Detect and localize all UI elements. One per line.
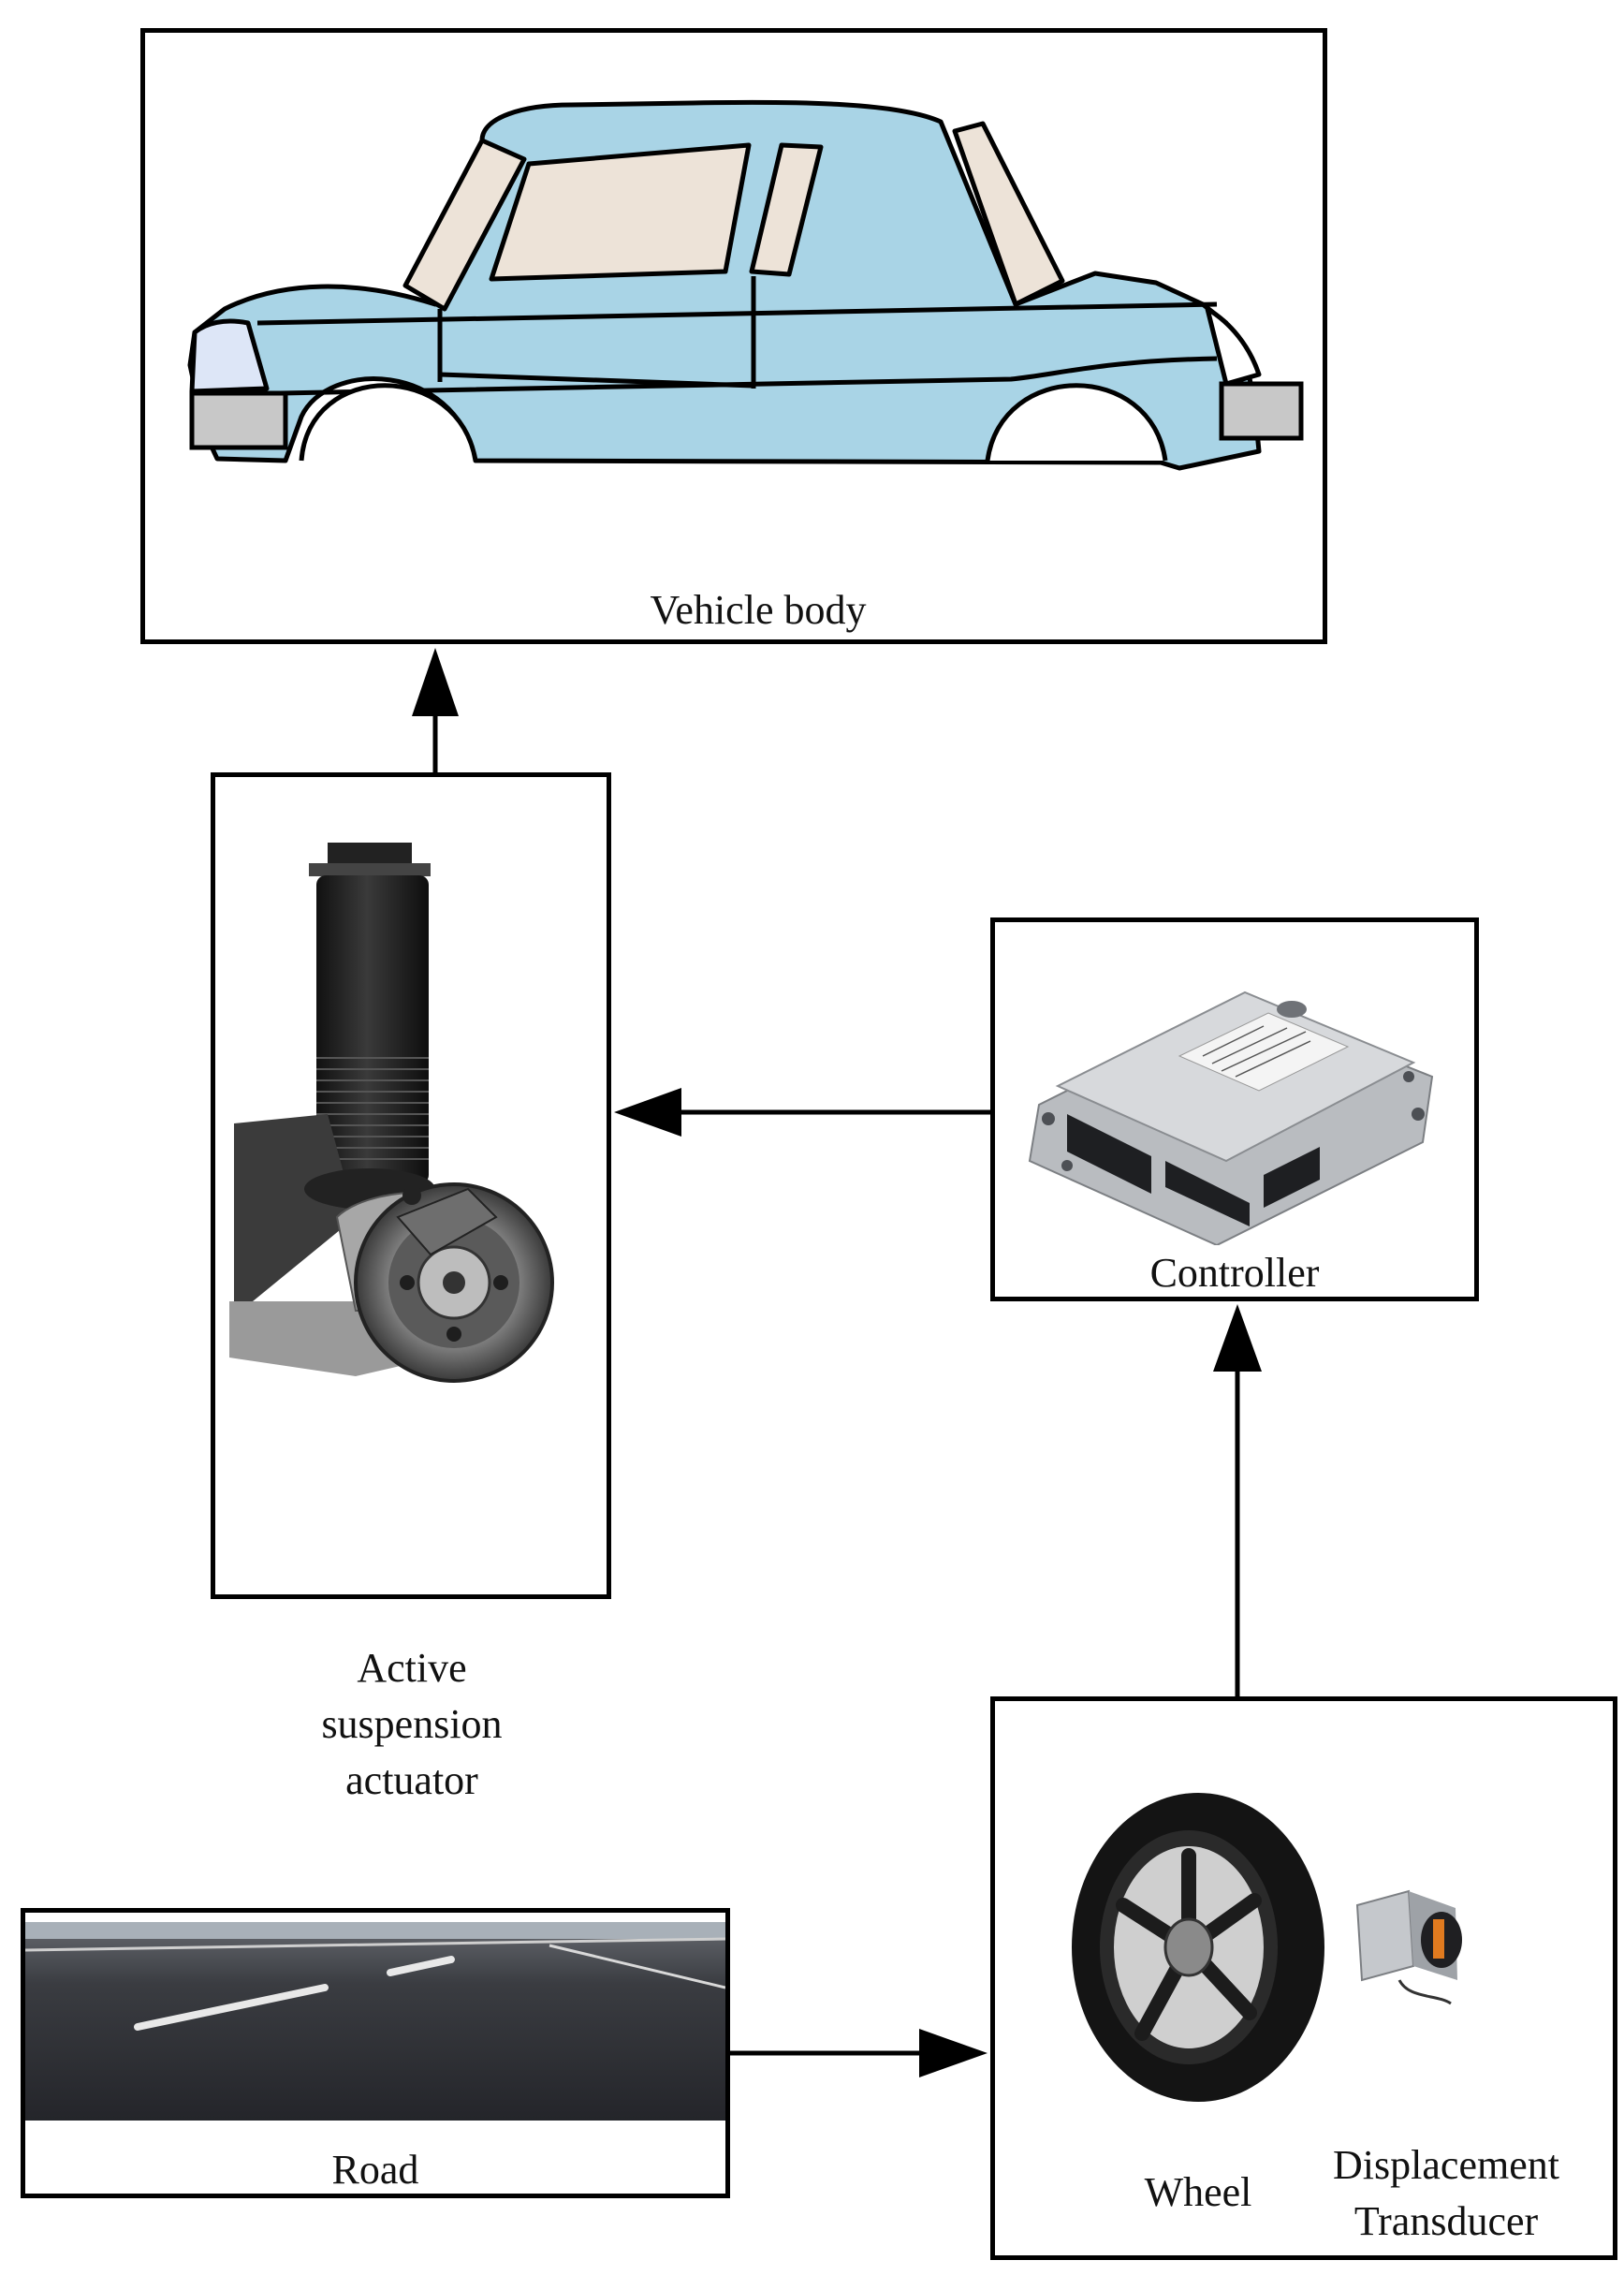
wheel-label: Wheel (1144, 2169, 1252, 2215)
vehicle-body-label: Vehicle body (650, 587, 867, 633)
suspension-actuator-image-icon (229, 843, 554, 1383)
displacement-transducer-image-icon (1355, 1889, 1462, 2005)
tire-image-icon (1072, 1793, 1324, 2102)
ecu-controller-image-icon (1028, 991, 1434, 1245)
road-image-icon (25, 1913, 725, 2121)
arrow-controller-to-actuator-head (614, 1088, 681, 1137)
arrow-actuator-to-body-head (412, 648, 459, 716)
arrow-wheel-to-controller-head (1213, 1304, 1262, 1372)
arrow-road-to-wheel-head (919, 2029, 988, 2077)
actuator-label-line-2: suspension (321, 1701, 503, 1747)
actuator-label-line-1: Active (357, 1645, 467, 1691)
controller-label: Controller (1149, 1250, 1320, 1296)
road-label: Road (331, 2147, 419, 2193)
transducer-label-line-2: Transducer (1353, 2198, 1539, 2244)
transducer-label-line-1: Displacement (1333, 2142, 1559, 2188)
car-illustration-icon (187, 99, 1304, 471)
actuator-label-line-3: actuator (345, 1757, 478, 1803)
